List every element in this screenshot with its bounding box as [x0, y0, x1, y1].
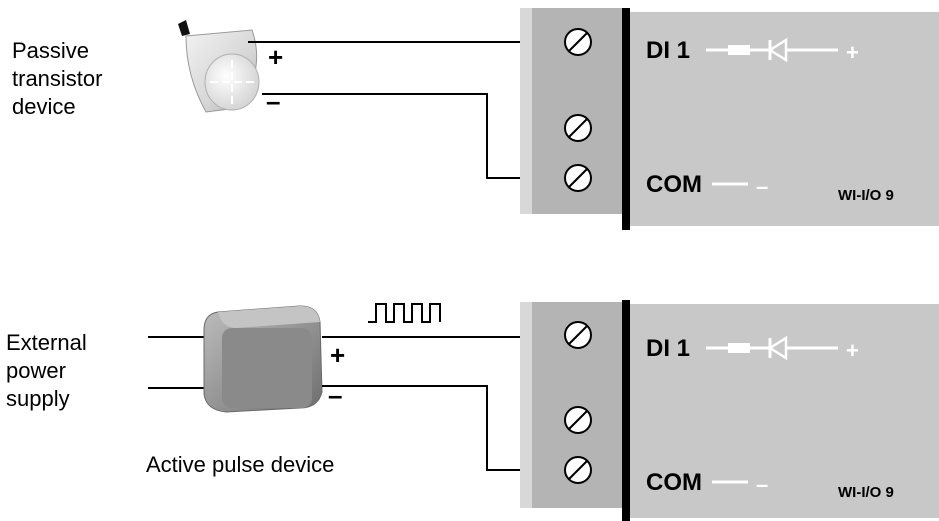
top-terminal-block [520, 8, 622, 214]
top-module-divider [622, 8, 630, 230]
terminal-block-edge [520, 8, 532, 214]
top-com-label: COM [646, 171, 702, 198]
top-circuit: Passive transistor device + – [12, 8, 939, 230]
top-screw-terminal-1 [564, 28, 592, 56]
top-di1-diode-symbol [706, 37, 838, 63]
top-di1-sign: + [846, 40, 859, 65]
bottom-di1-sign: + [846, 338, 859, 363]
top-screw-terminal-3 [564, 164, 592, 192]
active-pulse-device-label: Active pulse device [146, 452, 334, 477]
top-module-model: WI-I/O 9 [838, 187, 894, 204]
bottom-di1-label: DI 1 [646, 335, 690, 362]
top-module-body [630, 12, 939, 226]
bottom-plus-sign: + [330, 340, 345, 370]
passive-device-label-line2: transistor [12, 66, 102, 91]
bottom-com-label: COM [646, 469, 702, 496]
passive-device-label-line3: device [12, 94, 76, 119]
active-pulse-device [203, 305, 323, 413]
top-minus-sign: – [266, 86, 280, 116]
bottom-di1-diode-symbol [706, 335, 838, 361]
top-com-sign: – [756, 174, 768, 199]
top-plus-sign: + [268, 42, 283, 72]
top-screw-terminal-2 [564, 114, 592, 142]
sensor-face [204, 53, 260, 111]
passive-device-label-line1: Passive [12, 38, 89, 63]
bottom-minus-sign: – [328, 380, 342, 410]
bottom-circuit: External power supply Active pulse devic… [6, 300, 939, 521]
bottom-screw-terminal-3 [564, 456, 592, 484]
bottom-module-divider [622, 300, 630, 521]
pulse-device-top [218, 306, 320, 328]
top-di1-label: DI 1 [646, 37, 690, 64]
supply-label-line3: supply [6, 386, 70, 411]
supply-label-line1: External [6, 330, 87, 355]
bottom-module-model: WI-I/O 9 [838, 484, 894, 501]
top-minus-wire [262, 93, 556, 179]
bottom-terminal-block [520, 302, 622, 508]
bottom-screw-terminal-2 [564, 406, 592, 434]
sensor-cable-stub [178, 20, 190, 36]
bottom-screw-terminal-1 [564, 321, 592, 349]
supply-label-line2: power [6, 358, 66, 383]
terminal-block-edge [520, 302, 532, 508]
pulse-waveform-icon [368, 303, 441, 323]
bottom-com-sign: – [756, 472, 768, 497]
pulse-device-face [222, 328, 312, 408]
passive-transistor-device [178, 20, 260, 113]
